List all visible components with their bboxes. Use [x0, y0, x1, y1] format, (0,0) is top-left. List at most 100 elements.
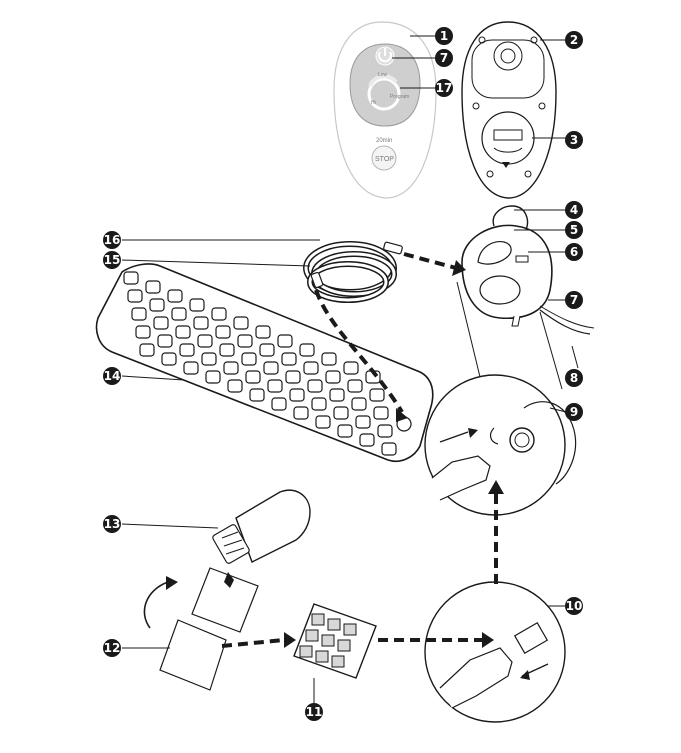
mat-cell [271, 397, 287, 411]
flip-arrow-icon [143, 581, 169, 629]
callout-7a: 7 [435, 49, 453, 67]
pump-switch[interactable] [515, 255, 529, 263]
mat-cell [347, 379, 363, 393]
mat-cell [241, 352, 257, 366]
mat-cell [285, 370, 301, 384]
hose-connector-mat[interactable] [310, 272, 324, 288]
mat-cell [321, 352, 337, 366]
cassette-cell [343, 623, 357, 636]
mat-cell [175, 325, 191, 339]
mat-cell [281, 352, 297, 366]
mat-cell [135, 325, 151, 339]
mat-cell [157, 334, 173, 348]
open-filter-cassette [143, 567, 259, 691]
mat-cell [245, 370, 261, 384]
remote-control-front: Low Hi Program 20min STOP [333, 21, 437, 199]
cassette-cell [299, 645, 313, 658]
mat-cell [329, 388, 345, 402]
callout-15: 15 [103, 251, 121, 269]
mat-cell [303, 361, 319, 375]
callout-2: 2 [565, 31, 583, 49]
cassette-cell [305, 629, 319, 642]
mat-cell [139, 343, 155, 357]
mat-cell [369, 388, 385, 402]
mat-cell [377, 424, 393, 438]
callout-4: 4 [565, 201, 583, 219]
mat-cell [259, 343, 275, 357]
callout-8: 8 [565, 369, 583, 387]
mat-cell [161, 352, 177, 366]
cassette-cell [315, 650, 329, 663]
mat-cell [153, 316, 169, 330]
mat-cell [233, 316, 249, 330]
callout-number: 1 [440, 29, 448, 43]
mat-cell [289, 388, 305, 402]
callout-number: 7 [440, 51, 448, 65]
mat-cell [299, 343, 315, 357]
intensity-dial-icon[interactable] [367, 74, 401, 111]
mat-cell [381, 442, 397, 456]
callout-number: 5 [570, 223, 578, 237]
callout-number: 6 [570, 245, 578, 259]
detail-filter-circle [424, 581, 566, 723]
mat-cell [333, 406, 349, 420]
callout-3: 3 [565, 131, 583, 149]
power-icon[interactable] [375, 46, 395, 66]
mat-cell [237, 334, 253, 348]
hose-to-mat-arrow [314, 289, 404, 414]
callout-number: 8 [570, 371, 578, 385]
mat-cell [249, 388, 265, 402]
air-pump-unit [461, 205, 595, 335]
mat-cell [351, 397, 367, 411]
mat-cell [293, 406, 309, 420]
callout-9: 9 [565, 403, 583, 421]
callout-leaders [121, 35, 579, 706]
mat-cell [215, 325, 231, 339]
mat-cell [201, 352, 217, 366]
insert-arrow-icon [439, 431, 469, 443]
hose-connector-pump[interactable] [383, 241, 403, 255]
callout-12: 12 [103, 639, 121, 657]
bubble-mat [95, 263, 434, 462]
callout-13: 13 [103, 515, 121, 533]
callout-number: 7 [570, 293, 578, 307]
rotate-arrow-icon [489, 427, 499, 445]
oil-drop-icon [224, 572, 234, 588]
mat-cell [171, 307, 187, 321]
mat-cell [197, 334, 213, 348]
mat-cell [219, 343, 235, 357]
mat-cell [205, 370, 221, 384]
timer-label: 20min [376, 138, 392, 144]
callout-7b: 7 [565, 291, 583, 309]
stop-button-label: STOP [375, 156, 394, 163]
mat-cell [145, 280, 161, 294]
mat-cell [263, 361, 279, 375]
callout-11: 11 [305, 703, 323, 721]
mat-cell [227, 379, 243, 393]
remote-control-back [461, 21, 557, 199]
mat-cell [223, 361, 239, 375]
low-label: Low [378, 72, 388, 78]
callout-number: 11 [306, 705, 323, 719]
callout-number: 16 [104, 233, 121, 247]
callout-number: 2 [570, 33, 578, 47]
callout-number: 3 [570, 133, 578, 147]
callout-16: 16 [103, 231, 121, 249]
callout-number: 13 [104, 517, 121, 531]
cassette-cell [337, 639, 351, 652]
callout-1: 1 [435, 27, 453, 45]
mat-air-cells [123, 271, 397, 456]
air-hose [303, 241, 403, 303]
filter-cartridge[interactable] [513, 622, 549, 654]
mat-cell [307, 379, 323, 393]
cassette-cell [311, 613, 325, 626]
mat-cell [123, 271, 139, 285]
mat-cell [315, 415, 331, 429]
stop-button[interactable]: STOP [371, 145, 397, 171]
callout-5: 5 [565, 221, 583, 239]
program-label: Program [390, 94, 409, 100]
cassette-cell [331, 655, 345, 668]
mat-cell [337, 424, 353, 438]
mat-cell [359, 433, 375, 447]
